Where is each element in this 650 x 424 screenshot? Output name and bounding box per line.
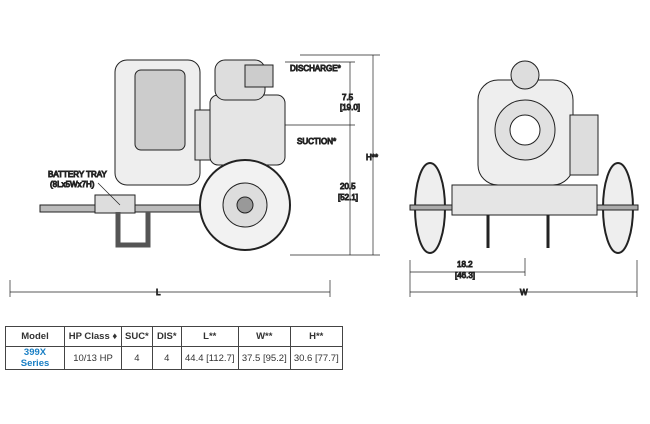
col-model: Model <box>5 326 65 347</box>
half-width: 18.2 <box>457 260 473 269</box>
col-l: L** <box>180 326 239 347</box>
dim-discharge: 7.5 <box>342 93 354 102</box>
cell-l: 44.4 [112.7] <box>180 346 239 370</box>
table-row: 399X Series 10/13 HP 4 4 44.4 [112.7] 37… <box>5 346 343 370</box>
dim-discharge-metric: [19.0] <box>340 103 360 112</box>
col-h: H** <box>289 326 343 347</box>
col-dis: DIS* <box>151 326 182 347</box>
battery-tray-label: BATTERY TRAY <box>48 170 107 179</box>
suction-label: SUCTION* <box>297 137 336 146</box>
width-label: W <box>520 288 528 297</box>
dimension-lines <box>9 54 638 297</box>
cell-model: 399X Series <box>5 346 65 370</box>
cell-dis: 4 <box>151 346 182 370</box>
dim-height: H** <box>366 153 378 162</box>
dim-suction-metric: [52.1] <box>338 193 358 202</box>
battery-tray-size: (8Lx5Wx7H) <box>50 180 95 189</box>
side-view <box>39 59 291 251</box>
table-header: Model HP Class ♦ SUC* DIS* L** W** H** <box>5 326 343 347</box>
cell-hp: 10/13 HP <box>64 346 122 370</box>
spec-table: Model HP Class ♦ SUC* DIS* L** W** H** 3… <box>5 326 343 370</box>
dim-suction: 20.5 <box>340 182 356 191</box>
cell-h: 30.6 [77.7] <box>289 346 343 370</box>
cell-suc: 4 <box>121 346 153 370</box>
cell-w: 37.5 [95.2] <box>237 346 291 370</box>
col-w: W** <box>237 326 291 347</box>
col-suc: SUC* <box>121 326 153 347</box>
col-hp: HP Class ♦ <box>64 326 122 347</box>
half-width-metric: [46.3] <box>455 271 475 280</box>
front-view <box>409 60 639 254</box>
discharge-label: DISCHARGE* <box>290 64 341 73</box>
length-label: L <box>156 288 161 297</box>
